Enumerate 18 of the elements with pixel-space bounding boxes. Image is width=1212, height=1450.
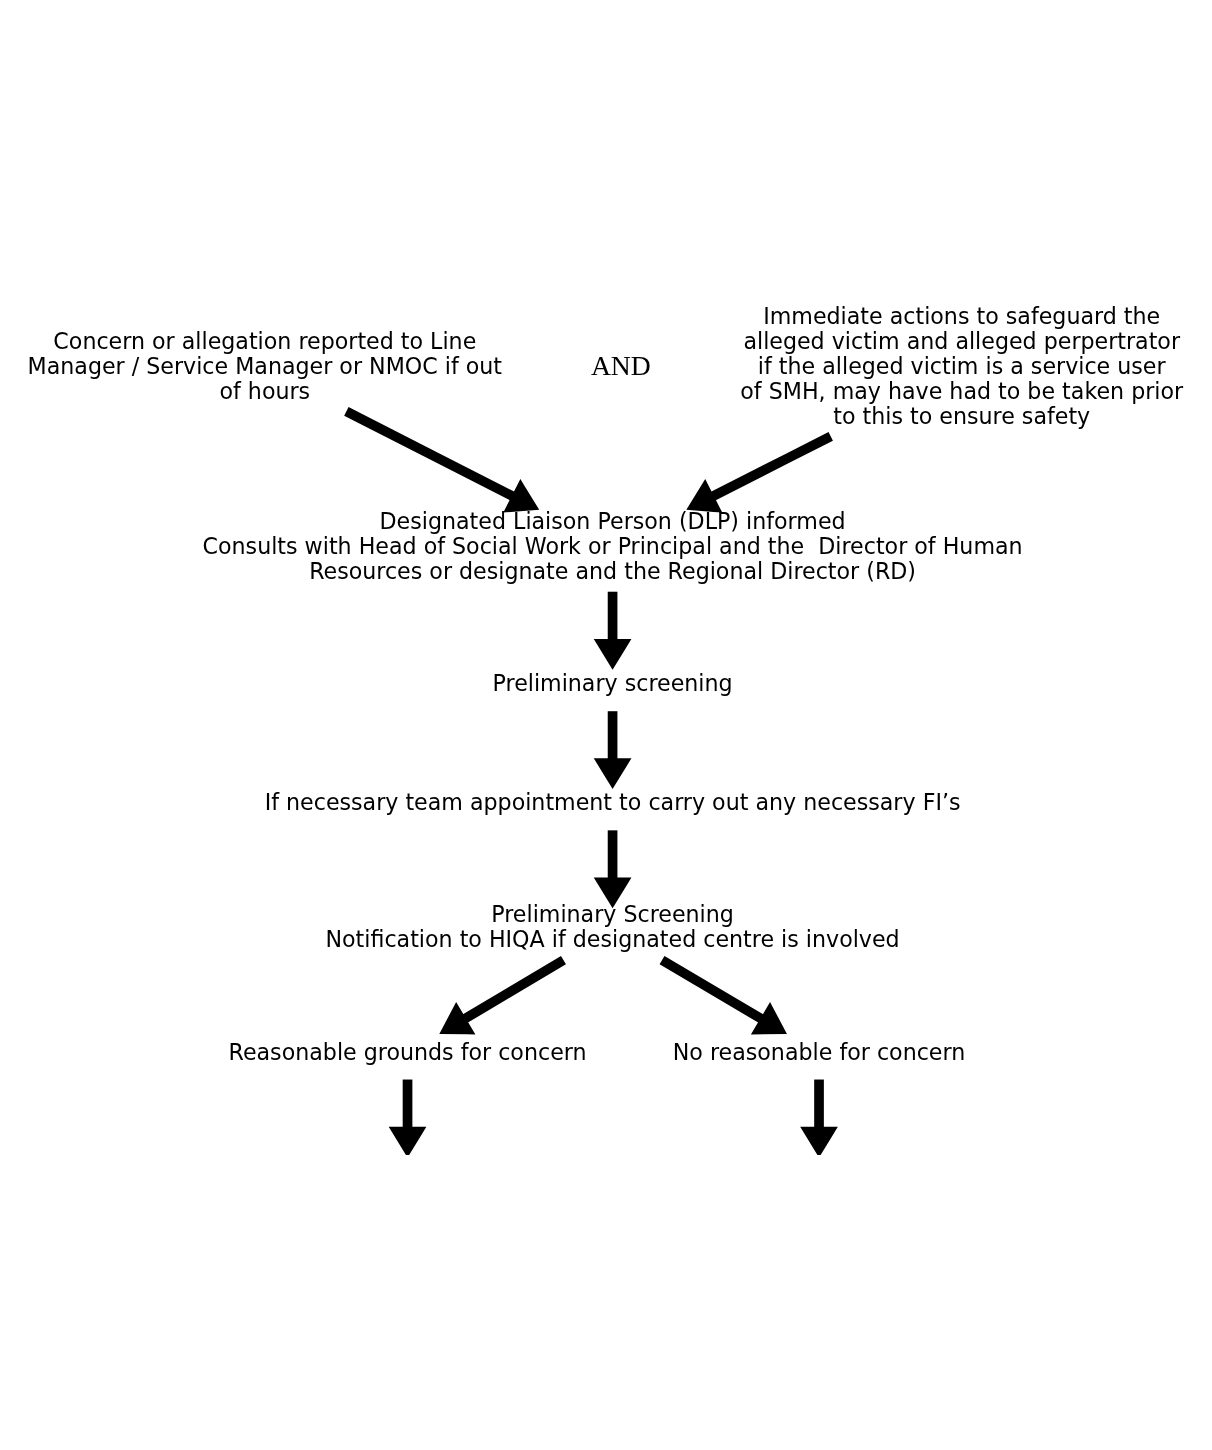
- arrow: [686, 432, 833, 513]
- arrow: [439, 955, 566, 1035]
- arrow: [659, 955, 787, 1035]
- arrow: [344, 407, 540, 513]
- node-text: Preliminary Screening Notification to HIQA if designated centre is involved: [325, 901, 900, 953]
- node-text: Immediate actions to safeguard the alleged victim and alleged perpertrator if the alleged victim is a service user of SMH, may have had to be taken prior to this to ensure safety: [740, 302, 1184, 429]
- label: AND: [590, 350, 651, 382]
- arrow: [593, 711, 632, 790]
- arrow: [388, 1079, 427, 1155]
- arrow: [593, 591, 632, 670]
- node-text: Designated Liaison Person (DLP) informed Consults with Head of Social Work or Principal and the Director of Human Resources or designate and the Regional Director (RD): [202, 507, 1023, 584]
- node-text: Concern or allegation reported to Line Manager / Service Manager or NMOC if out of hours: [27, 327, 503, 404]
- node-text: If necessary team appointment to carry out any necessary FI’s: [264, 789, 961, 816]
- node-text: Reasonable grounds for concern: [228, 1038, 587, 1065]
- node-text: No reasonable for concern: [672, 1038, 966, 1065]
- arrow: [593, 830, 632, 909]
- node-text: Preliminary screening: [492, 669, 733, 696]
- arrow: [800, 1079, 838, 1155]
